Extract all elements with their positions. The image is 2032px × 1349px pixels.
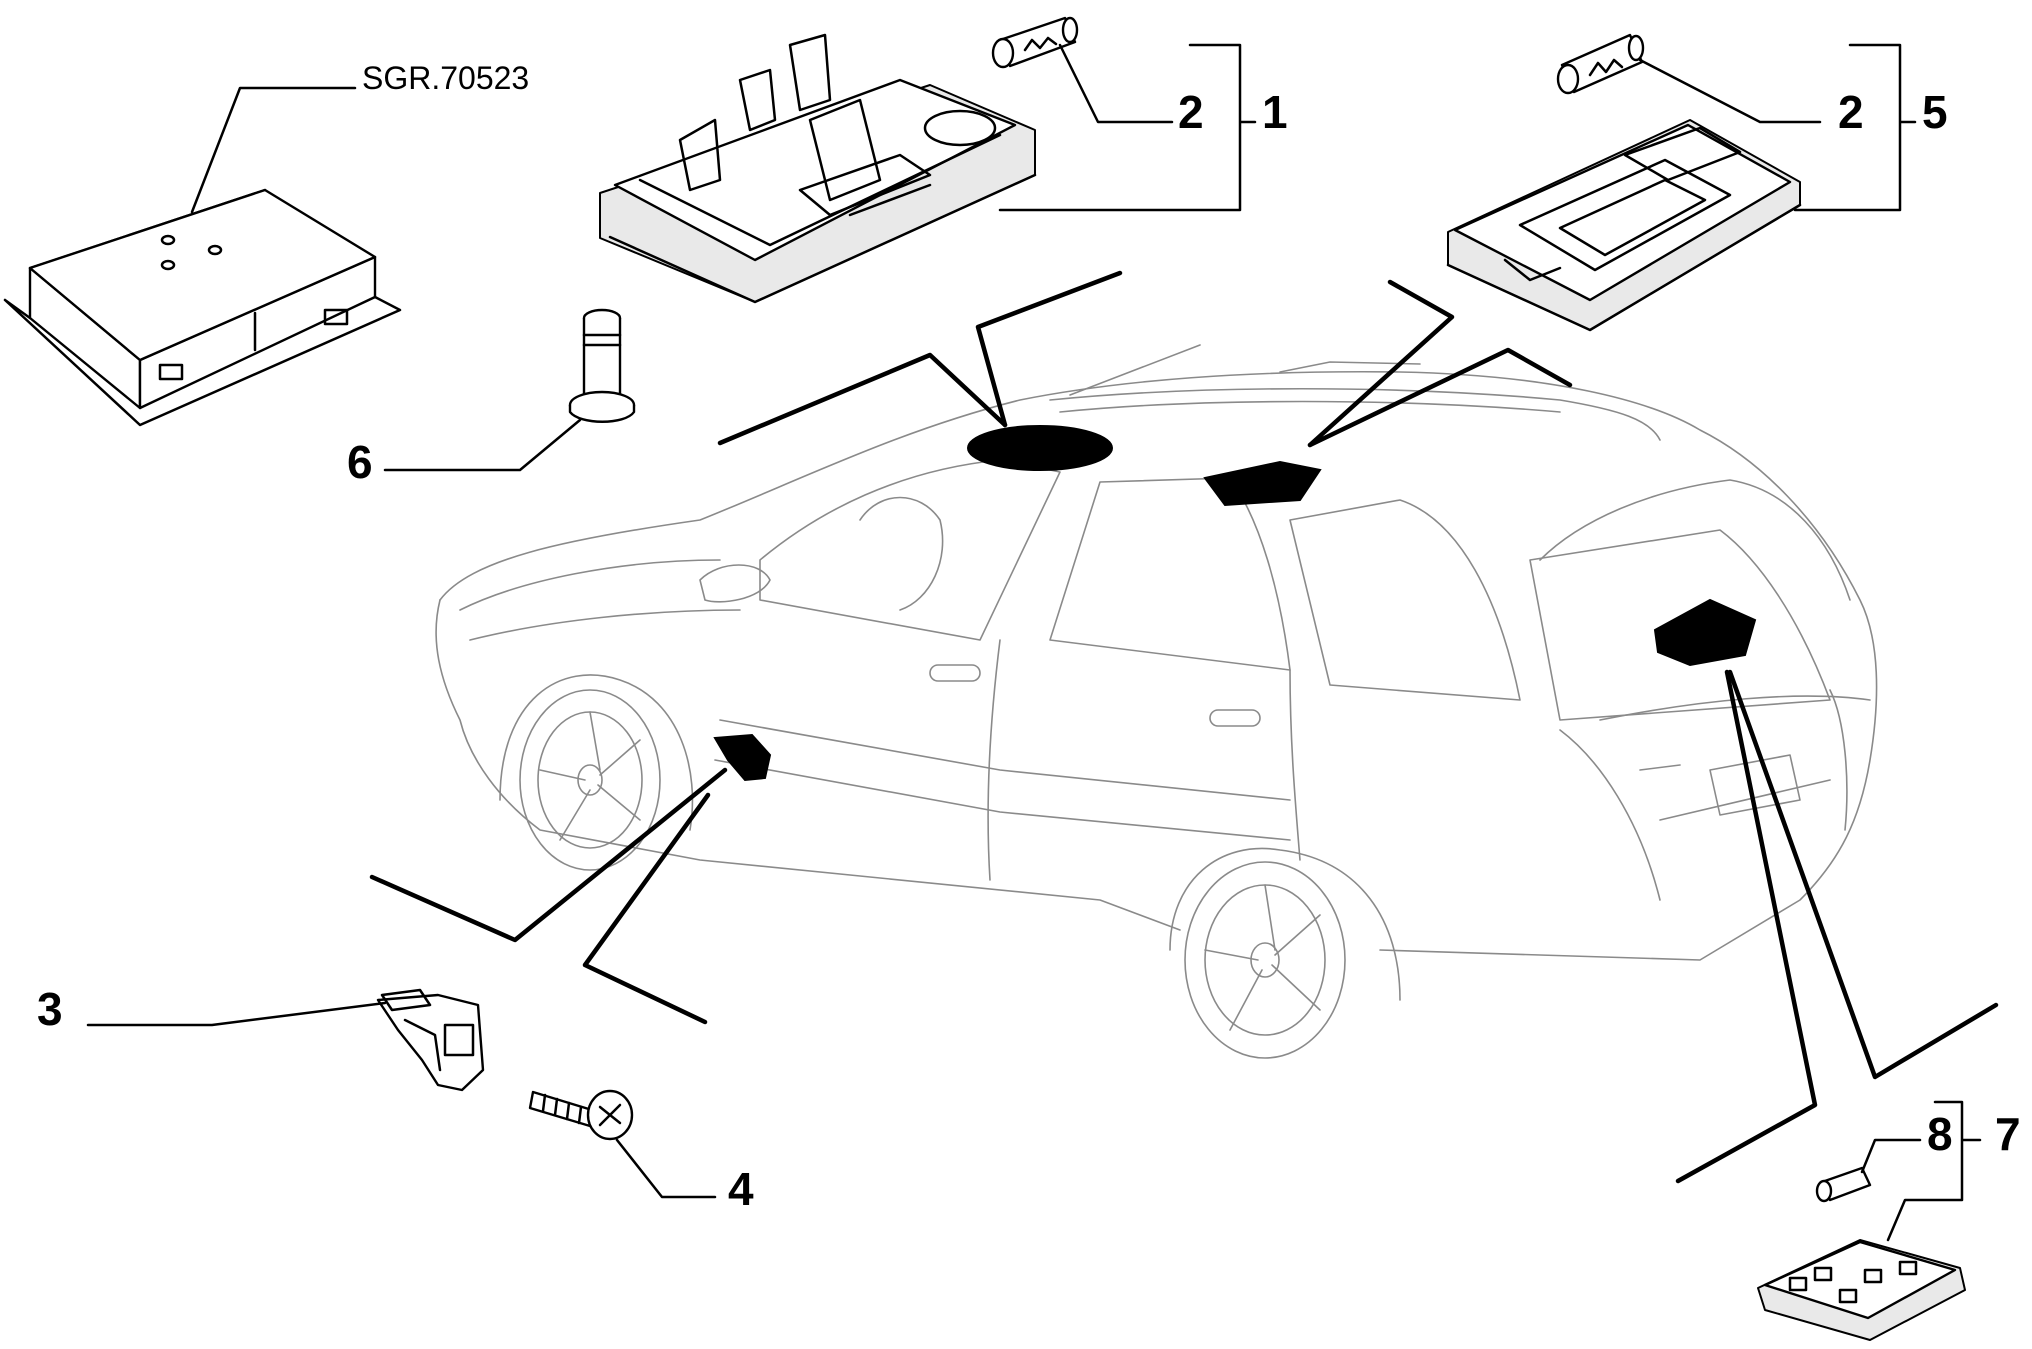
- callout-4-leader: [615, 1138, 717, 1199]
- callout-2a-leader: [1058, 43, 1174, 124]
- callout-7-bracket: [1886, 1100, 1982, 1242]
- callout-3: 3: [37, 983, 63, 1035]
- callout-6: 6: [347, 436, 373, 488]
- hatch-light: [1757, 1239, 1966, 1341]
- hatch-light-location: [1653, 598, 1757, 667]
- bolt: [568, 308, 636, 423]
- callout-5: 5: [1922, 86, 1948, 138]
- leader-lines: [369, 270, 1999, 1184]
- callout-3-leader: [86, 1001, 387, 1027]
- hatch-bulb: [1815, 1166, 1872, 1203]
- callout-7: 7: [1995, 1108, 2021, 1160]
- callout-8-leader: [1860, 1138, 1922, 1174]
- front-dome-light-location: [967, 425, 1113, 471]
- front-dome-light-housing: [599, 33, 1037, 304]
- control-unit: [3, 188, 402, 427]
- control-unit-leader: [190, 86, 357, 214]
- callout-8: 8: [1927, 1108, 1953, 1160]
- door-switch: [376, 988, 485, 1092]
- callout-6-leader: [383, 418, 582, 472]
- rear-dome-bulb: [1556, 33, 1645, 95]
- rear-dome-light-location: [1203, 460, 1322, 507]
- callout-1: 1: [1262, 86, 1288, 138]
- callout-4: 4: [728, 1163, 754, 1215]
- callout-2b: 2: [1838, 86, 1864, 138]
- car-highlights: [713, 425, 1757, 782]
- car-outline: [435, 344, 1878, 1059]
- control-unit-reference: SGR.70523: [362, 60, 529, 96]
- callout-2b-leader: [1638, 58, 1822, 124]
- screw: [528, 1089, 634, 1141]
- rear-dome-light: [1446, 119, 1802, 332]
- callout-5-bracket: [1793, 43, 1917, 212]
- door-switch-location: [713, 733, 772, 782]
- front-dome-bulb: [991, 16, 1079, 69]
- callout-1-bracket: [998, 43, 1257, 212]
- callout-2a: 2: [1178, 86, 1204, 138]
